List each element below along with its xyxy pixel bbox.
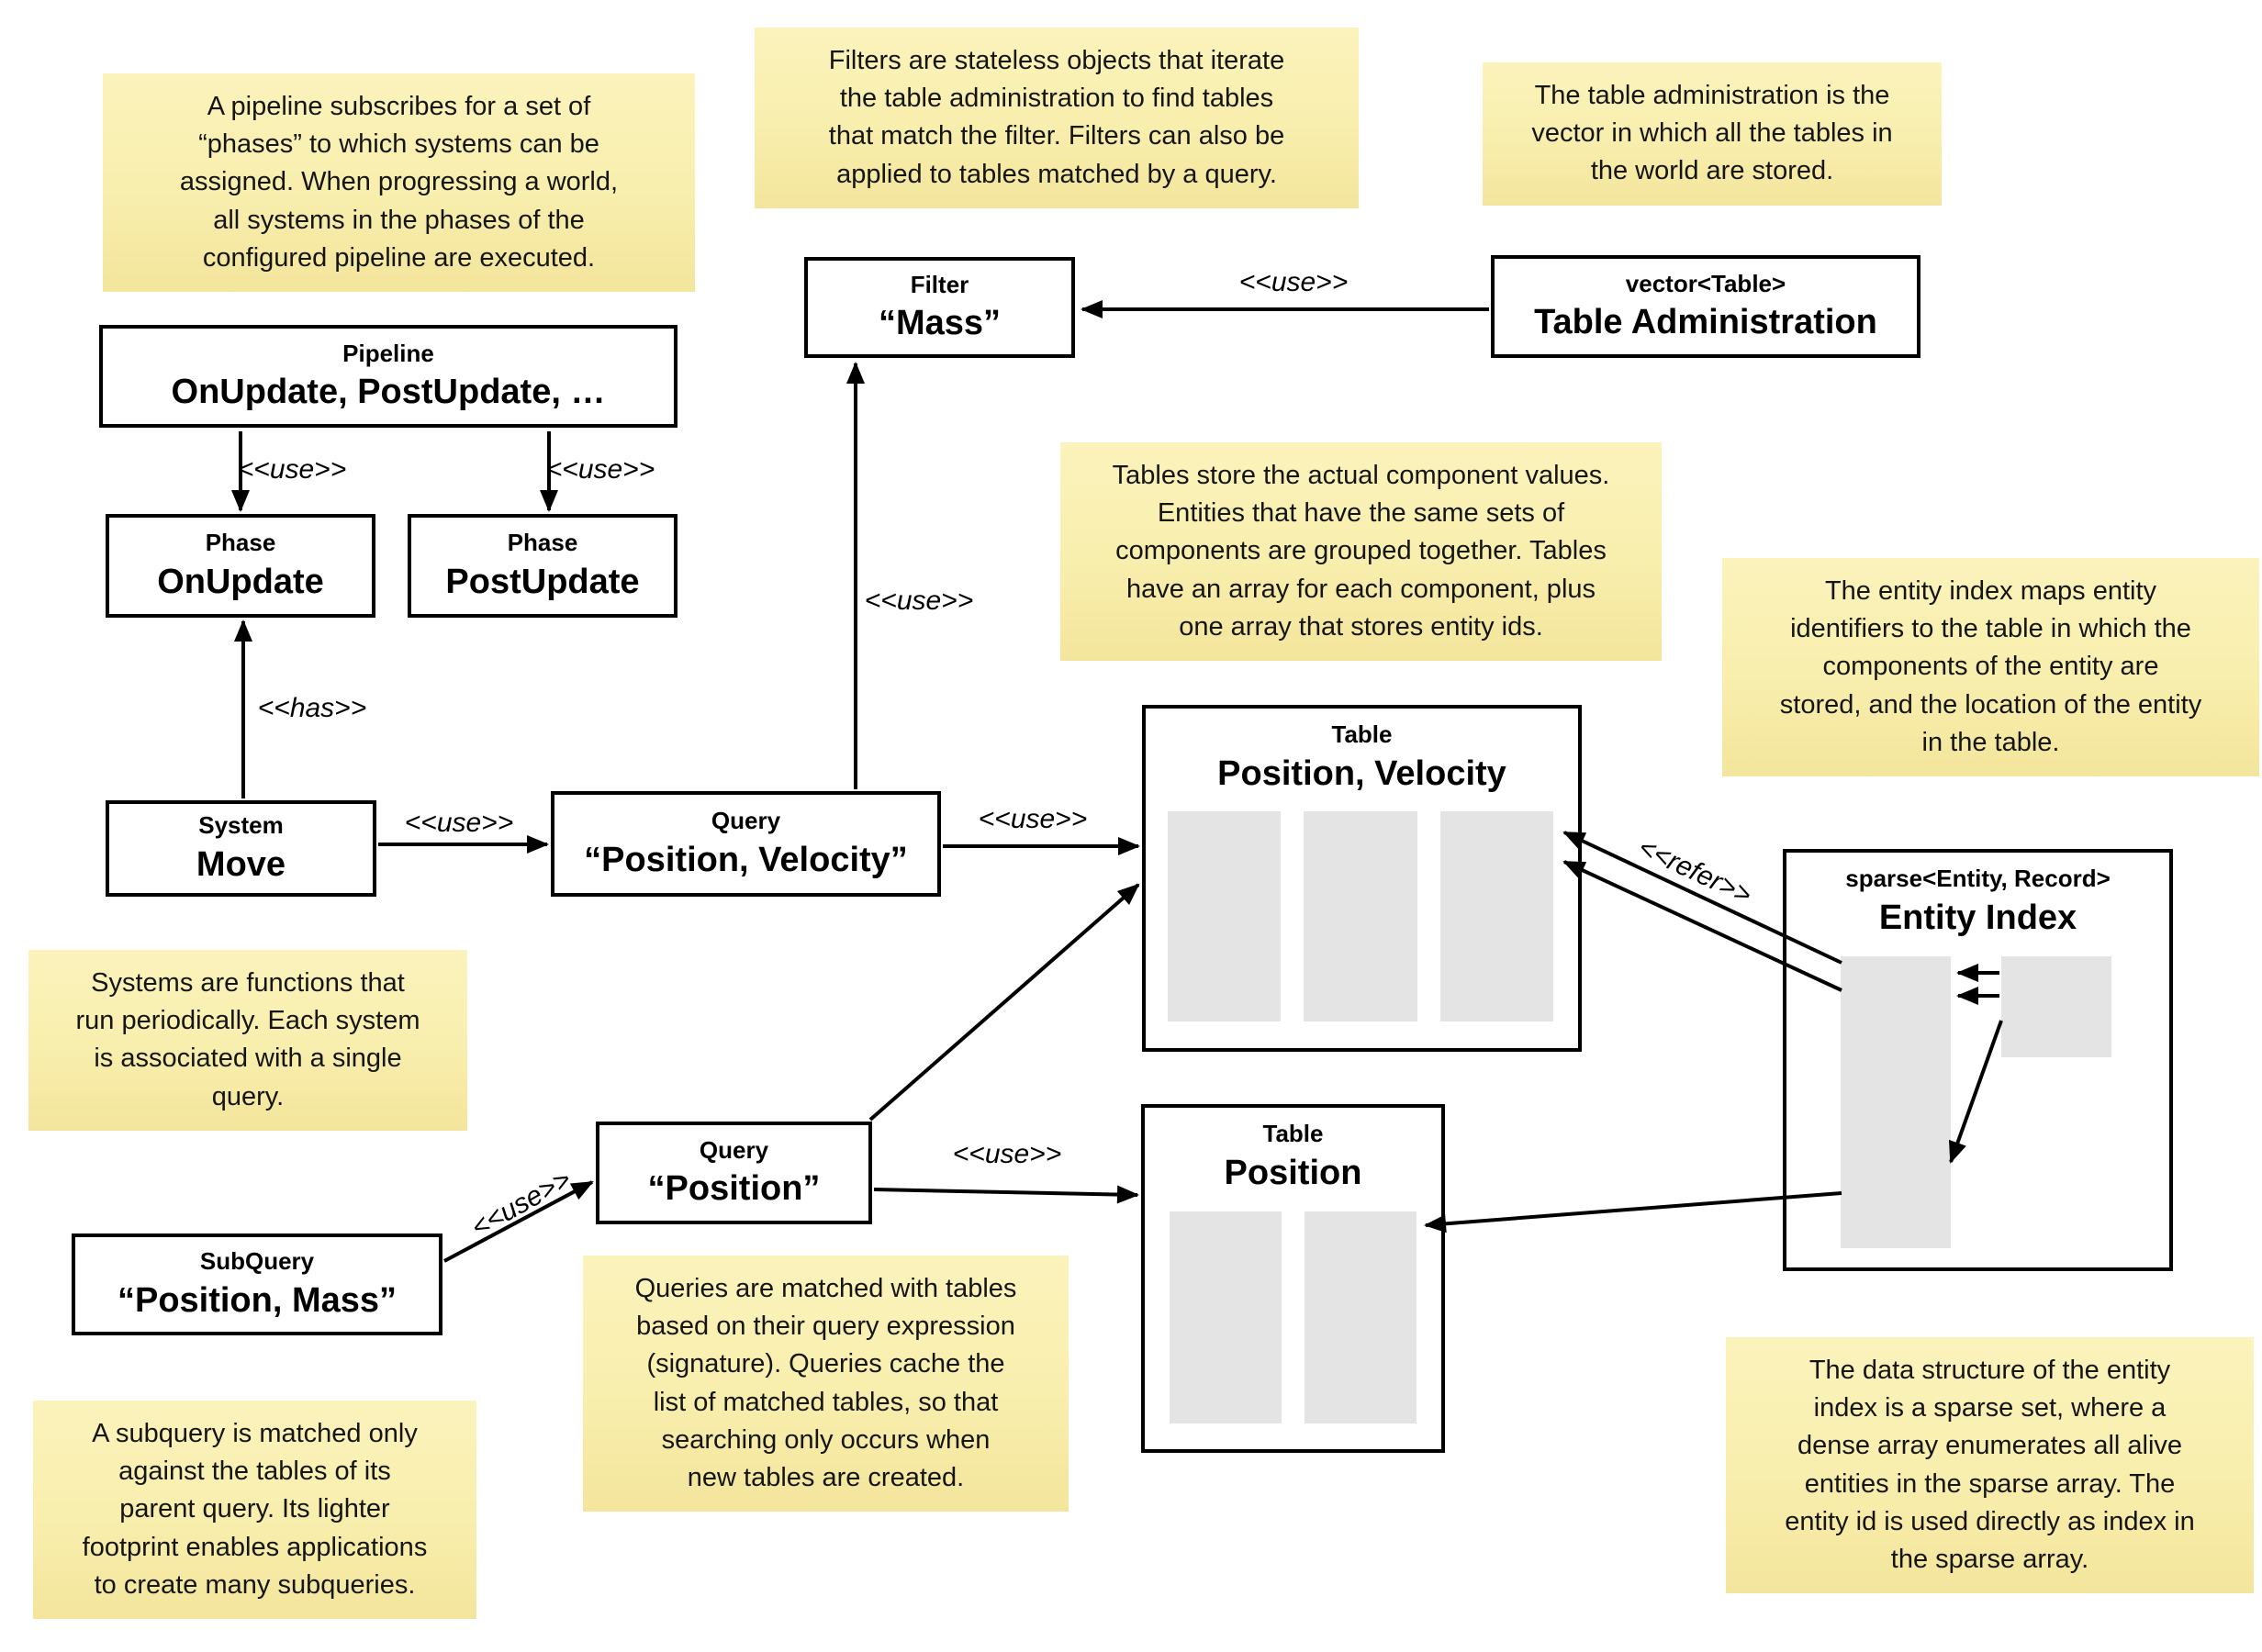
note-table-administration: The table administration is the vector i… [1483,62,1942,206]
note-systems: Systems are functions that run periodica… [28,950,467,1131]
table-position-velocity-box: Table Position, Velocity [1142,705,1582,1052]
query-position-name: “Position” [647,1169,821,1209]
table-position-velocity-name: Position, Velocity [1217,753,1506,793]
edge-label-pipeline-onupdate: <<use>> [237,454,347,485]
phase-onupdate-name: OnUpdate [157,562,324,601]
query-position-box: Query “Position” [596,1122,872,1224]
subquery-title: SubQuery [199,1247,315,1276]
filter-mass-title: Filter [910,270,969,298]
table-pv-entity-ids-array [1440,811,1553,1021]
table-pv-component-array-1 [1168,811,1281,1021]
table-administration-name: Table Administration [1534,303,1877,342]
phase-onupdate-box: Phase OnUpdate [106,514,375,618]
edge-label-pipeline-postupdate: <<use>> [545,454,655,485]
table-administration-box: vector<Table> Table Administration [1491,255,1920,358]
entity-index-sparse-array [1841,956,1951,1248]
filter-mass-name: “Mass” [878,304,1002,343]
note-filters: Filters are stateless objects that itera… [755,28,1359,208]
entity-index-title: sparse<Entity, Record> [1845,865,2111,892]
note-sparse-set: The data structure of the entity index i… [1726,1337,2254,1594]
system-move-name: Move [196,844,286,884]
system-move-box: System Move [106,800,376,897]
edge-label-system-phase: <<has>> [257,693,367,723]
pipeline-box-title: Pipeline [342,339,434,367]
edge-label-entityindex-tablepv: <<refer>> [1633,832,1756,911]
edge-queryp-tablepv [868,883,1140,1122]
edge-label-system-query: <<use>> [404,808,514,838]
edge-entityindex-tablep [1424,1191,1842,1233]
entity-index-box: sparse<Entity, Record> Entity Index [1783,849,2173,1271]
filter-mass-box: Filter “Mass” [804,257,1075,358]
phase-postupdate-name: PostUpdate [445,562,640,601]
query-position-velocity-title: Query [711,807,781,835]
table-administration-title: vector<Table> [1625,269,1786,297]
note-tables: Tables store the actual component values… [1060,442,1662,661]
query-position-velocity-box: Query “Position, Velocity” [551,791,941,897]
edge-label-queryp-tablep: <<use>> [952,1139,1062,1169]
note-subquery: A subquery is matched only against the t… [33,1401,476,1619]
phase-postupdate-box: Phase PostUpdate [408,514,677,618]
query-position-title: Query [699,1135,769,1164]
table-position-velocity-title: Table [1331,720,1393,748]
pipeline-box: Pipeline OnUpdate, PostUpdate, … [99,325,677,428]
subquery-name: “Position, Mass” [117,1280,398,1320]
edge-queryp-tablep [873,1185,1139,1204]
table-position-name: Position [1224,1153,1362,1192]
subquery-box: SubQuery “Position, Mass” [72,1233,442,1335]
note-entity-index: The entity index maps entity identifiers… [1722,558,2259,776]
table-position-title: Table [1262,1120,1324,1147]
edge-label-tableadmin-filter: <<use>> [1238,267,1349,297]
note-queries: Queries are matched with tables based on… [583,1256,1069,1512]
table-pv-component-array-2 [1304,811,1417,1021]
phase-onupdate-title: Phase [205,529,276,557]
table-p-component-array [1170,1211,1282,1423]
phase-postupdate-title: Phase [507,529,578,557]
entity-index-dense-array [2001,956,2111,1057]
table-position-box: Table Position [1141,1104,1445,1453]
edge-label-subquery-queryp: <<use>> [465,1164,577,1244]
note-pipeline: A pipeline subscribes for a set of “phas… [103,73,695,292]
edge-label-querypv-tablepv: <<use>> [978,804,1088,834]
edge-label-query-filter: <<use>> [864,586,974,616]
query-position-velocity-name: “Position, Velocity” [584,840,908,879]
pipeline-box-name: OnUpdate, PostUpdate, … [171,373,606,412]
table-p-entity-ids-array [1305,1211,1417,1423]
entity-index-name: Entity Index [1878,898,2077,937]
system-move-title: System [198,811,284,840]
